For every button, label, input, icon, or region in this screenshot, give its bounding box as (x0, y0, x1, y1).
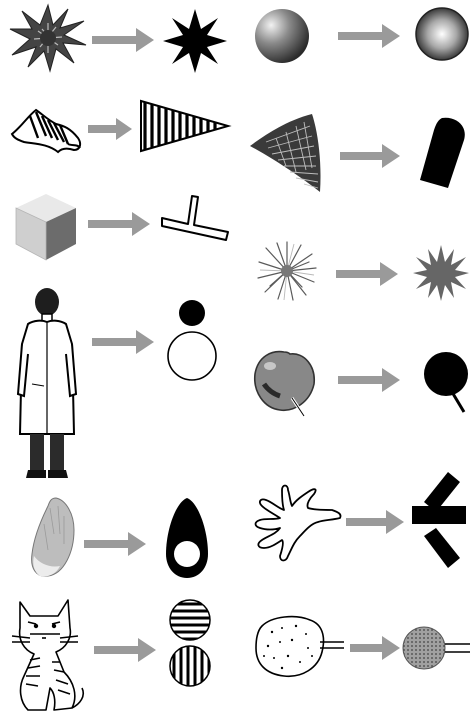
hand-outline-icon (252, 476, 344, 568)
shaded-cube-icon (14, 192, 78, 262)
arrow-7 (92, 330, 156, 354)
man-in-lab-coat-icon (14, 284, 80, 482)
shaded-sphere-icon (252, 6, 312, 66)
arrow-1 (92, 28, 156, 52)
potato-icon (26, 494, 78, 580)
two-striped-circles-icon (168, 598, 212, 688)
bristle-cone-icon (246, 112, 328, 194)
arrow-3 (88, 118, 134, 140)
arrow-12 (350, 636, 402, 660)
striped-triangle-icon (138, 98, 230, 154)
arrow-2 (338, 24, 402, 48)
arrow-5 (88, 212, 152, 236)
lollipop-shape-icon (420, 350, 470, 416)
tabby-cat-icon (6, 592, 90, 714)
bread-on-stick-icon (252, 612, 346, 680)
dotted-circle-on-stick-icon (402, 624, 470, 672)
spiky-ball-icon (8, 3, 88, 73)
striped-cloth-icon (8, 104, 88, 156)
arrow-4 (340, 144, 402, 168)
spiky-star-icon (412, 244, 470, 302)
fuzzy-flower-icon (256, 240, 318, 302)
eight-point-star-icon (162, 8, 228, 74)
apple-icon (250, 346, 320, 418)
gradient-circle-icon (414, 6, 470, 62)
arrow-11 (94, 638, 158, 662)
arrow-6 (336, 262, 400, 286)
t-shape-outline-icon (160, 194, 230, 246)
arrow-10 (346, 510, 406, 534)
black-rounded-bar-icon (416, 116, 470, 192)
two-circles-head-body-icon (164, 298, 220, 384)
ring-blob-icon (164, 496, 210, 580)
arrow-8 (338, 368, 402, 392)
arrow-9 (84, 532, 148, 556)
chevron-bars-icon (408, 466, 470, 576)
